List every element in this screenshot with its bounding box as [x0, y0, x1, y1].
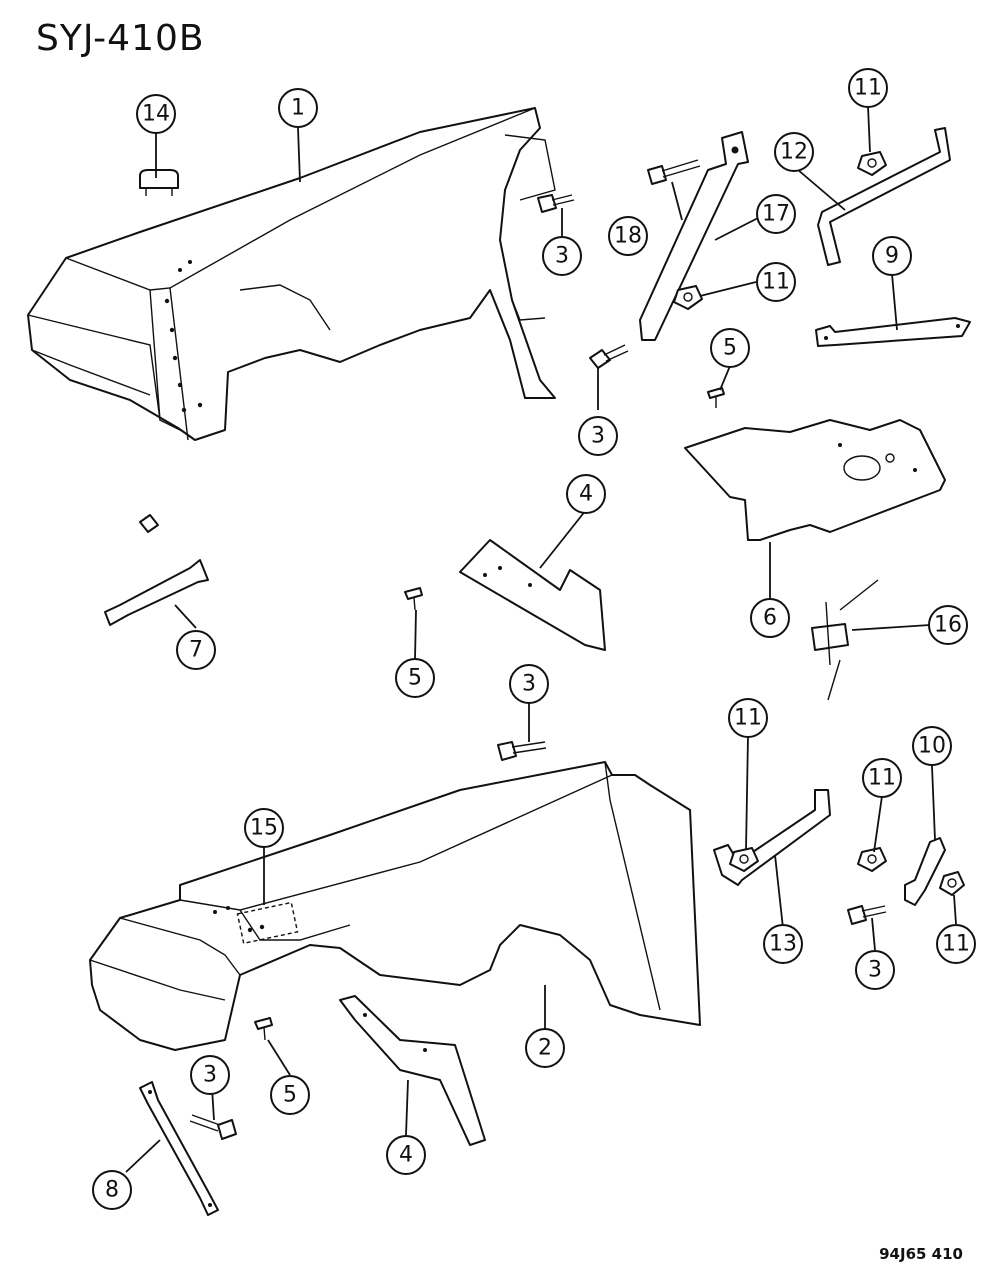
svg-text:7: 7	[189, 638, 203, 663]
svg-text:3: 3	[555, 244, 569, 269]
brace-10	[904, 837, 946, 906]
callout-4: 4	[386, 1135, 426, 1175]
bolt-bracket-lower	[847, 905, 887, 925]
svg-text:3: 3	[522, 672, 536, 697]
svg-text:3: 3	[591, 424, 605, 449]
callout-11: 11	[756, 262, 796, 302]
callout-9: 9	[872, 236, 912, 276]
svg-text:11: 11	[734, 706, 762, 731]
callout-11: 11	[862, 758, 902, 798]
svg-text:15: 15	[250, 816, 278, 841]
svg-text:8: 8	[105, 1178, 119, 1203]
callout-3: 3	[855, 950, 895, 990]
svg-text:3: 3	[203, 1063, 217, 1088]
svg-text:5: 5	[408, 666, 422, 691]
callout-3: 3	[578, 416, 618, 456]
svg-text:11: 11	[942, 932, 970, 957]
left-front-fender	[27, 107, 556, 441]
connector-16	[811, 579, 879, 701]
svg-text:11: 11	[868, 766, 896, 791]
callout-1: 1	[278, 88, 318, 128]
nut-11-b	[673, 285, 703, 310]
bracket-4-lower	[339, 995, 486, 1146]
brace-17	[639, 131, 749, 341]
svg-text:2: 2	[538, 1036, 552, 1061]
callout-3: 3	[190, 1055, 230, 1095]
svg-text:12: 12	[780, 140, 808, 165]
diagram-code: SYJ-410B	[36, 18, 205, 59]
svg-text:5: 5	[283, 1083, 297, 1108]
brace-12	[817, 127, 951, 266]
callout-6: 6	[750, 598, 790, 638]
callout-5: 5	[395, 658, 435, 698]
callout-10: 10	[912, 726, 952, 766]
callout-3: 3	[509, 664, 549, 704]
callout-12: 12	[774, 132, 814, 172]
strut-9	[815, 317, 971, 347]
svg-text:1: 1	[291, 96, 305, 121]
leader-lines	[125, 105, 957, 1173]
svg-text:10: 10	[918, 734, 946, 759]
callout-7: 7	[176, 630, 216, 670]
bolt-upper	[537, 194, 575, 213]
svg-text:4: 4	[399, 1143, 413, 1168]
nut-11-c	[729, 847, 759, 872]
svg-text:11: 11	[854, 76, 882, 101]
svg-text:17: 17	[762, 202, 790, 227]
brace-7	[104, 514, 209, 626]
right-front-fender	[89, 761, 701, 1051]
callout-16: 16	[928, 605, 968, 645]
svg-text:5: 5	[723, 336, 737, 361]
bolt-middle	[589, 344, 629, 369]
svg-text:18: 18	[614, 224, 642, 249]
brace-13	[713, 789, 831, 886]
callout-14: 14	[136, 94, 176, 134]
callout-18: 18	[608, 216, 648, 256]
svg-text:13: 13	[769, 932, 797, 957]
nut-11-a	[857, 151, 887, 176]
callout-8: 8	[92, 1170, 132, 1210]
screw-5-middle	[404, 587, 423, 611]
bolt-fender-top	[497, 741, 547, 761]
screw-5-upper	[707, 387, 725, 408]
brace-8	[139, 1081, 219, 1216]
svg-text:11: 11	[762, 270, 790, 295]
callout-2: 2	[525, 1028, 565, 1068]
svg-text:9: 9	[885, 244, 899, 269]
svg-text:6: 6	[763, 606, 777, 631]
svg-text:14: 14	[142, 102, 170, 127]
callout-4: 4	[566, 474, 606, 514]
callout-11: 11	[848, 68, 888, 108]
nut-11-d	[857, 847, 887, 872]
callout-11: 11	[728, 698, 768, 738]
footer-code: 94J65 410	[879, 1245, 963, 1263]
nut-11-e	[939, 871, 965, 896]
callout-13: 13	[763, 924, 803, 964]
callout-15: 15	[244, 808, 284, 848]
callout-17: 17	[756, 194, 796, 234]
callout-11: 11	[936, 924, 976, 964]
svg-text:16: 16	[934, 613, 962, 638]
bolt-lower-left	[189, 1114, 237, 1140]
svg-text:4: 4	[579, 482, 593, 507]
callout-5: 5	[710, 328, 750, 368]
bracket-4-upper	[459, 539, 606, 651]
svg-text:3: 3	[868, 958, 882, 983]
splash-shield-6	[684, 419, 946, 541]
bolt-18	[647, 159, 701, 185]
callout-3: 3	[542, 236, 582, 276]
callout-5: 5	[270, 1075, 310, 1115]
bumper-stop-part	[139, 169, 179, 196]
screw-5-lower	[254, 1017, 273, 1041]
